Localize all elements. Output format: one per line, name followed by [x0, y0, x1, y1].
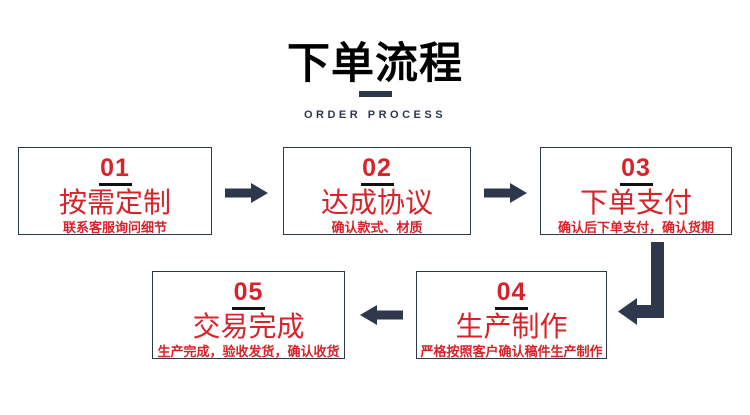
step-number-underline [360, 183, 394, 186]
step-box-01: 01 按需定制 联系客服询问细节 [18, 147, 212, 235]
step-number-underline [98, 183, 132, 186]
step-title: 按需定制 [58, 186, 171, 218]
step-desc: 确认款式、材质 [331, 220, 423, 235]
step-number: 03 [621, 154, 651, 182]
step-title: 交易完成 [192, 310, 305, 342]
step-box-04: 04 生产制作 严格按照客户确认稿件生产制作 [416, 271, 607, 359]
arrow-left-icon [360, 305, 403, 325]
step-number: 04 [496, 278, 527, 306]
step-desc: 确认后下单支付，确认货期 [557, 220, 714, 235]
step-box-05: 05 交易完成 生产完成，验收发货，确认收货 [152, 271, 345, 359]
arrow-right-icon [484, 183, 527, 203]
header: 下单流程 ORDER PROCESS [0, 40, 750, 121]
title-underline-bar [358, 91, 392, 98]
step-number: 02 [362, 154, 392, 182]
step-title: 下单支付 [579, 186, 692, 218]
step-box-02: 02 达成协议 确认款式、材质 [283, 147, 471, 235]
arrow-elbow-down-left-icon [618, 242, 664, 325]
page-title: 下单流程 [287, 40, 463, 88]
arrow-right-icon [225, 183, 268, 203]
step-number-underline [495, 307, 528, 310]
step-desc: 联系客服询问细节 [62, 220, 167, 235]
step-title: 达成协议 [320, 186, 433, 218]
step-title: 生产制作 [455, 310, 568, 342]
step-box-03: 03 下单支付 确认后下单支付，确认货期 [540, 147, 732, 235]
step-number: 01 [100, 154, 130, 182]
step-desc: 生产完成，验收发货，确认收货 [157, 344, 340, 359]
step-number: 05 [233, 278, 264, 306]
step-desc: 严格按照客户确认稿件生产制作 [420, 344, 603, 359]
step-number-underline [619, 183, 653, 186]
page-subtitle: ORDER PROCESS [303, 109, 447, 122]
step-number-underline [232, 307, 265, 310]
